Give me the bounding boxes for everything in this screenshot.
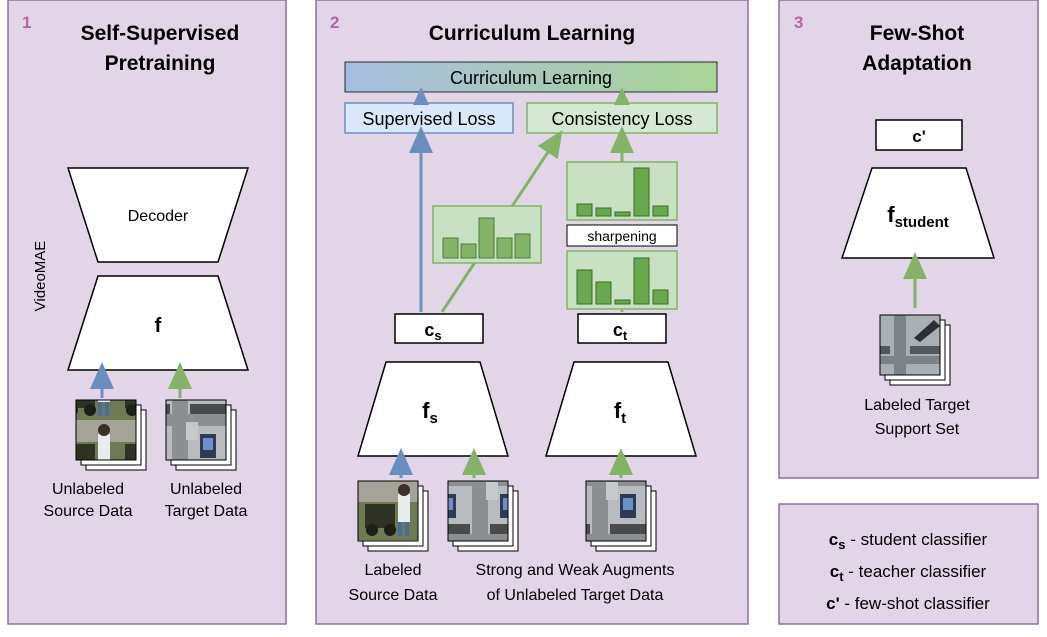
teacher-sharpened-bars (576, 167, 669, 217)
encoder-f-block (66, 275, 250, 371)
teacher-encoder-label: ft (614, 398, 626, 427)
panel-2-title: Curriculum Learning (429, 22, 636, 45)
decoder-label: Decoder (128, 208, 189, 225)
sharpening-label: sharpening (587, 228, 656, 244)
unlabeled-source-thumbnails (75, 399, 147, 471)
supervised-loss-label: Supervised Loss (362, 109, 495, 129)
support-set-thumbnails (879, 314, 951, 386)
support-set-label-line1: Labeled Target (864, 397, 970, 414)
sharpening-box (566, 224, 678, 247)
legend-student-classifier: cs - student classifier (829, 530, 988, 552)
curriculum-learning-box-label: Curriculum Learning (450, 68, 612, 88)
augments-label-line2: of Unlabeled Target Data (487, 587, 664, 604)
cprime-classifier-label: c' (912, 127, 926, 146)
panel-1-number: 1 (22, 13, 31, 32)
weak-augment-thumbnails (585, 480, 657, 552)
unlabeled-source-label-line1: Unlabeled (52, 481, 124, 498)
ct-classifier-box (577, 313, 667, 344)
ct-classifier-label: ct (613, 320, 628, 343)
cprime-classifier-box (875, 119, 963, 151)
cs-classifier-box (394, 313, 484, 344)
legend-panel: cs - student classifier ct - teacher cla… (778, 503, 1039, 625)
panel-curriculum-learning: 2 Curriculum Learning Curriculum Learnin… (315, 0, 749, 625)
videomae-label: VideoMAE (32, 241, 49, 312)
unlabeled-target-thumbnails (165, 399, 237, 471)
cs-classifier-label: cs (424, 320, 441, 343)
labeled-source-label-line1: Labeled (365, 562, 422, 579)
unlabeled-target-label-line1: Unlabeled (170, 481, 242, 498)
teacher-encoder-ft (544, 361, 698, 457)
legend-teacher-classifier: ct - teacher classifier (830, 562, 987, 584)
panel-1-title-line2: Pretraining (105, 52, 216, 75)
legend-background (778, 503, 1039, 625)
panel-3-title-line2: Adaptation (862, 52, 972, 75)
legend-fewshot-classifier: c' - few-shot classifier (826, 594, 990, 613)
panel-1-title-line1: Self-Supervised (81, 22, 240, 45)
teacher-raw-bars (576, 257, 669, 305)
panel-3-number: 3 (794, 13, 803, 32)
student-encoder-label: fs (422, 398, 438, 427)
student-histogram-bars (442, 217, 531, 259)
strong-augment-thumbnails (447, 480, 519, 552)
student-encoder-fstudent (840, 167, 996, 259)
support-set-label-line2: Support Set (875, 421, 960, 438)
curriculum-learning-box (344, 61, 718, 93)
student-encoder-fs (356, 361, 510, 457)
panel-few-shot-adaptation: 3 Few-Shot Adaptation c' fstudent Labele… (778, 0, 1039, 479)
labeled-source-label-line2: Source Data (349, 587, 438, 604)
unlabeled-target-label-line2: Target Data (165, 503, 248, 520)
panel-3-title-line1: Few-Shot (870, 22, 965, 45)
labeled-source-thumbnails (357, 480, 429, 552)
decoder-block (66, 167, 250, 263)
panel-self-supervised-pretraining: 1 Self-Supervised Pretraining VideoMAE D… (7, 0, 287, 625)
fstudent-label: fstudent (887, 202, 949, 231)
unlabeled-source-label-line2: Source Data (44, 503, 133, 520)
encoder-f-label: f (155, 315, 162, 337)
consistency-loss-label: Consistency Loss (551, 109, 692, 129)
panel-2-number: 2 (330, 13, 339, 32)
augments-label-line1: Strong and Weak Augments (476, 562, 675, 579)
